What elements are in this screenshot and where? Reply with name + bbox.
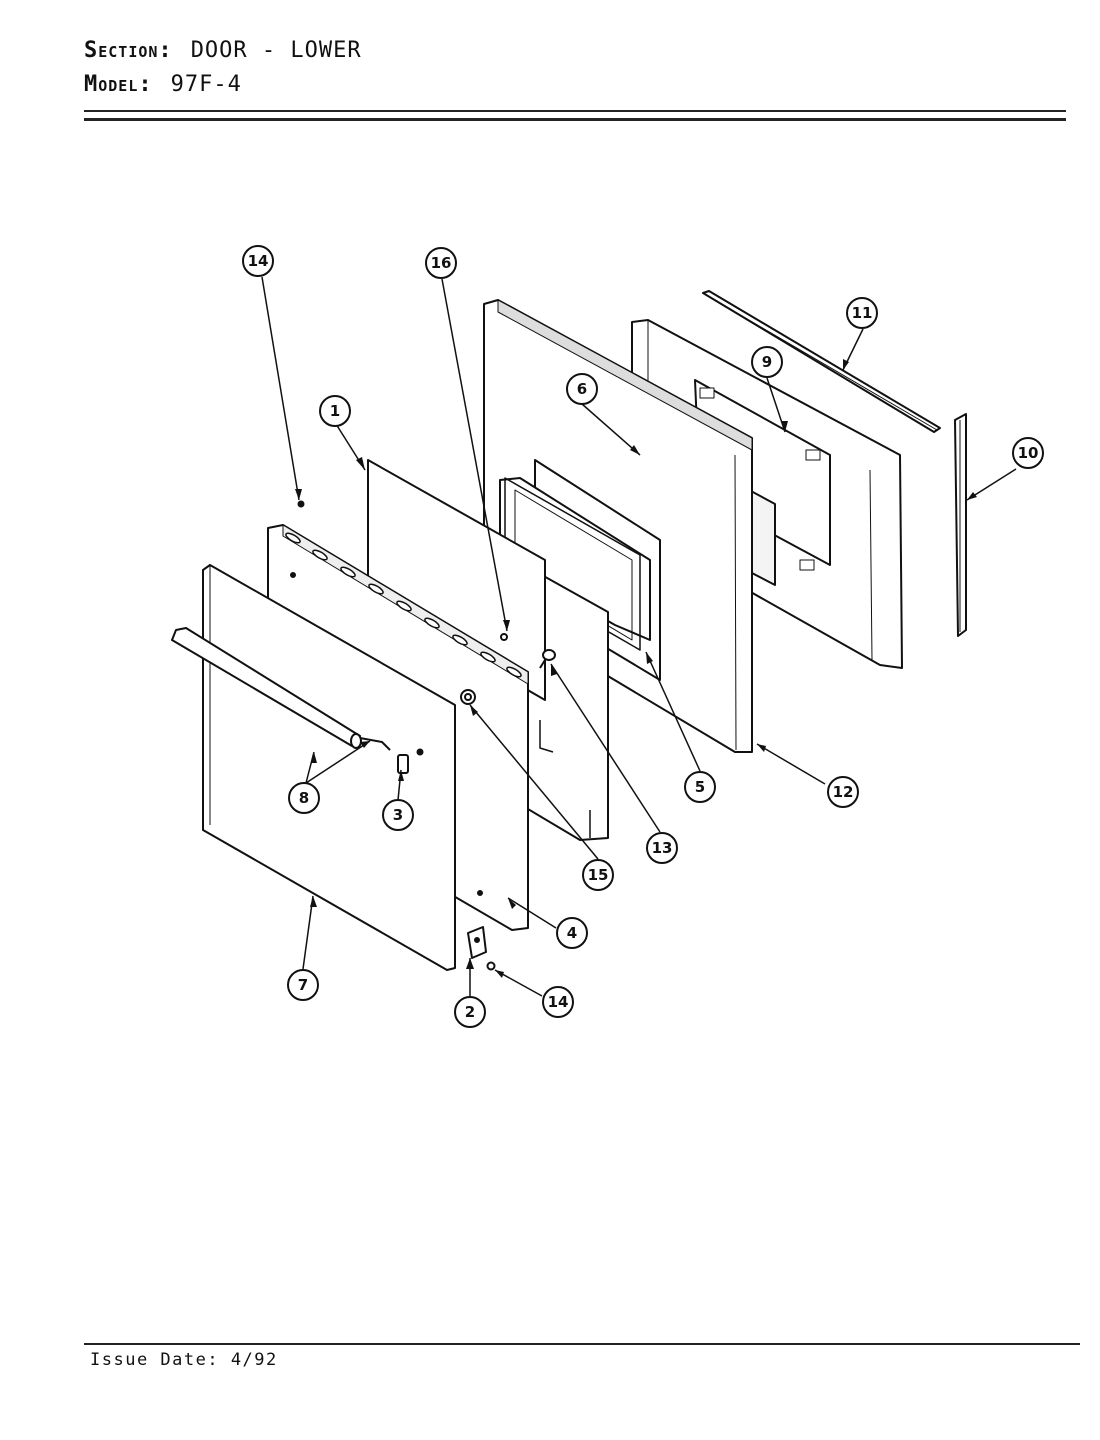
callout-6-circle — [566, 373, 598, 405]
part-13-screw — [539, 649, 556, 669]
callout-15-circle — [582, 859, 614, 891]
part-8-door-handle — [171, 627, 391, 751]
callout-2-circle — [454, 996, 486, 1028]
callout-11-label: 11 — [852, 304, 873, 322]
part-14-screw-top — [297, 500, 305, 508]
footer-rule — [84, 1343, 1080, 1345]
leader-arrowheads — [295, 359, 977, 978]
header-rule-top — [84, 110, 1066, 112]
callout-4-label: 4 — [567, 924, 577, 942]
header-rule-bottom — [84, 118, 1066, 121]
part-14-screw-bottom — [486, 961, 496, 971]
issue-date: Issue Date: 4/92 — [90, 1350, 278, 1370]
callout-16-circle — [425, 247, 457, 279]
model-line: Model: 97F-4 — [84, 72, 242, 97]
part-16-screw — [500, 633, 508, 641]
callout-14-bottom-label: 14 — [548, 993, 569, 1011]
part-1-insulation-sheet — [367, 459, 546, 701]
callout-7-circle — [287, 969, 319, 1001]
part-2-hinge-bracket — [467, 926, 487, 959]
part-15-grommet — [460, 689, 476, 705]
callout-13-label: 13 — [652, 839, 673, 857]
callout-1-label: 1 — [330, 402, 340, 420]
callout-3-label: 3 — [393, 806, 403, 824]
callout-5-label: 5 — [695, 778, 705, 796]
callout-6-label: 6 — [577, 380, 587, 398]
section-value: DOOR - LOWER — [190, 38, 362, 63]
callout-16-label: 16 — [431, 254, 452, 272]
callout-2-label: 2 — [465, 1003, 475, 1021]
callout-10-label: 10 — [1018, 444, 1039, 462]
part-3-handle-bracket — [397, 748, 424, 774]
callout-11-circle — [846, 297, 878, 329]
model-value: 97F-4 — [170, 72, 242, 97]
part-11-top-trim — [702, 290, 941, 433]
section-line: Section: DOOR - LOWER — [84, 38, 362, 63]
callout-14-top-label: 14 — [248, 252, 269, 270]
callout-9-circle — [751, 346, 783, 378]
callout-9-label: 9 — [762, 353, 772, 371]
callout-4-circle — [556, 917, 588, 949]
callout-12-circle — [827, 776, 859, 808]
section-label: Section: — [84, 38, 173, 63]
callout-3-circle — [382, 799, 414, 831]
model-label: Model: — [84, 72, 153, 97]
callout-10-circle — [1012, 437, 1044, 469]
callout-8-circle — [288, 782, 320, 814]
callout-5-circle — [684, 771, 716, 803]
callout-15-label: 15 — [588, 866, 609, 884]
callout-1-circle — [319, 395, 351, 427]
callout-8-label: 8 — [299, 789, 309, 807]
callout-13-circle — [646, 832, 678, 864]
callout-12-label: 12 — [833, 783, 854, 801]
callout-7-label: 7 — [298, 976, 308, 994]
callout-14-top-circle — [242, 245, 274, 277]
callout-14-bottom-circle — [542, 986, 574, 1018]
part-10-side-trim — [954, 413, 967, 637]
